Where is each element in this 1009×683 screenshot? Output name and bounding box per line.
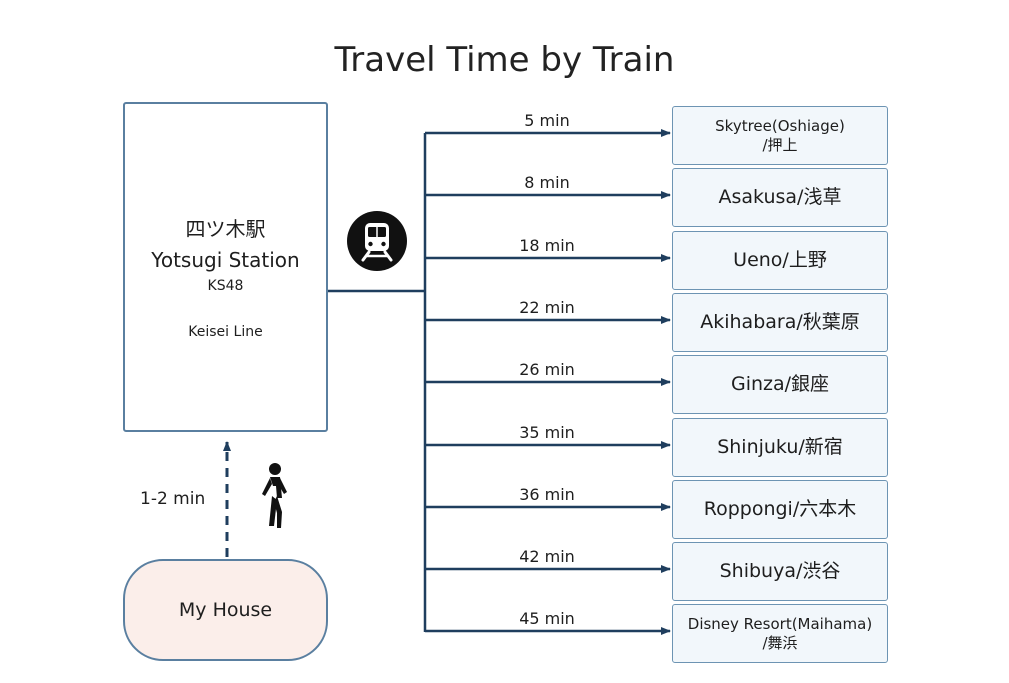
destination-name: Asakusa/浅草 bbox=[718, 185, 842, 208]
station-name-en: Yotsugi Station bbox=[151, 247, 300, 272]
destination-box: Ueno/上野 bbox=[672, 231, 888, 290]
route-time-label: 8 min bbox=[524, 173, 570, 192]
destination-box: Shibuya/渋谷 bbox=[672, 542, 888, 601]
destination-label: Shibuya/渋谷 bbox=[720, 560, 841, 584]
destination-box: Shinjuku/新宿 bbox=[672, 418, 888, 477]
destination-box: Akihabara/秋葉原 bbox=[672, 293, 888, 352]
station-line: Keisei Line bbox=[188, 323, 263, 340]
destination-label: Akihabara/秋葉原 bbox=[700, 311, 860, 335]
destination-label: Asakusa/浅草 bbox=[719, 186, 842, 210]
walking-person-icon bbox=[256, 462, 292, 530]
origin-station-box: 四ツ木駅 Yotsugi Station KS48 Keisei Line bbox=[123, 102, 328, 432]
destination-name: Disney Resort(Maihama) bbox=[687, 614, 873, 633]
destination-label: Skytree(Oshiage)/押上 bbox=[715, 117, 845, 155]
diagram-title: Travel Time by Train bbox=[334, 40, 675, 80]
destination-name: Shibuya/渋谷 bbox=[719, 559, 841, 582]
train-icon bbox=[347, 211, 407, 271]
destination-box: Asakusa/浅草 bbox=[672, 168, 888, 227]
destination-name: Shinjuku/新宿 bbox=[717, 435, 843, 458]
route-time-label: 18 min bbox=[519, 236, 575, 255]
walk-time-label: 1-2 min bbox=[140, 489, 206, 509]
destination-box: Roppongi/六本木 bbox=[672, 480, 888, 539]
route-time-label: 42 min bbox=[519, 547, 575, 566]
destination-name-jp: /押上 bbox=[762, 135, 798, 154]
route-time-label: 36 min bbox=[519, 485, 575, 504]
my-house-box: My House bbox=[123, 559, 328, 661]
destination-box: Skytree(Oshiage)/押上 bbox=[672, 106, 888, 165]
destination-name: Roppongi/六本木 bbox=[703, 497, 857, 520]
destination-label: Ginza/銀座 bbox=[731, 373, 829, 397]
destination-name: Skytree(Oshiage) bbox=[715, 116, 845, 135]
route-time-label: 26 min bbox=[519, 360, 575, 379]
station-code: KS48 bbox=[207, 277, 244, 294]
station-name-jp: 四ツ木駅 bbox=[185, 216, 266, 241]
destination-name: Ginza/銀座 bbox=[730, 372, 830, 395]
destination-label: Shinjuku/新宿 bbox=[717, 436, 843, 460]
destination-name: Ueno/上野 bbox=[733, 248, 827, 271]
destination-label: Roppongi/六本木 bbox=[704, 498, 857, 522]
destination-label: Ueno/上野 bbox=[733, 249, 827, 273]
house-label: My House bbox=[178, 599, 273, 621]
destination-name: Akihabara/秋葉原 bbox=[700, 310, 860, 333]
route-time-label: 45 min bbox=[519, 609, 575, 628]
destination-box: Ginza/銀座 bbox=[672, 355, 888, 414]
destination-box: Disney Resort(Maihama)/舞浜 bbox=[672, 604, 888, 663]
destination-label: Disney Resort(Maihama)/舞浜 bbox=[688, 615, 872, 653]
route-time-label: 5 min bbox=[524, 111, 570, 130]
route-time-label: 35 min bbox=[519, 423, 575, 442]
destination-name-jp: /舞浜 bbox=[762, 633, 798, 652]
route-time-label: 22 min bbox=[519, 298, 575, 317]
